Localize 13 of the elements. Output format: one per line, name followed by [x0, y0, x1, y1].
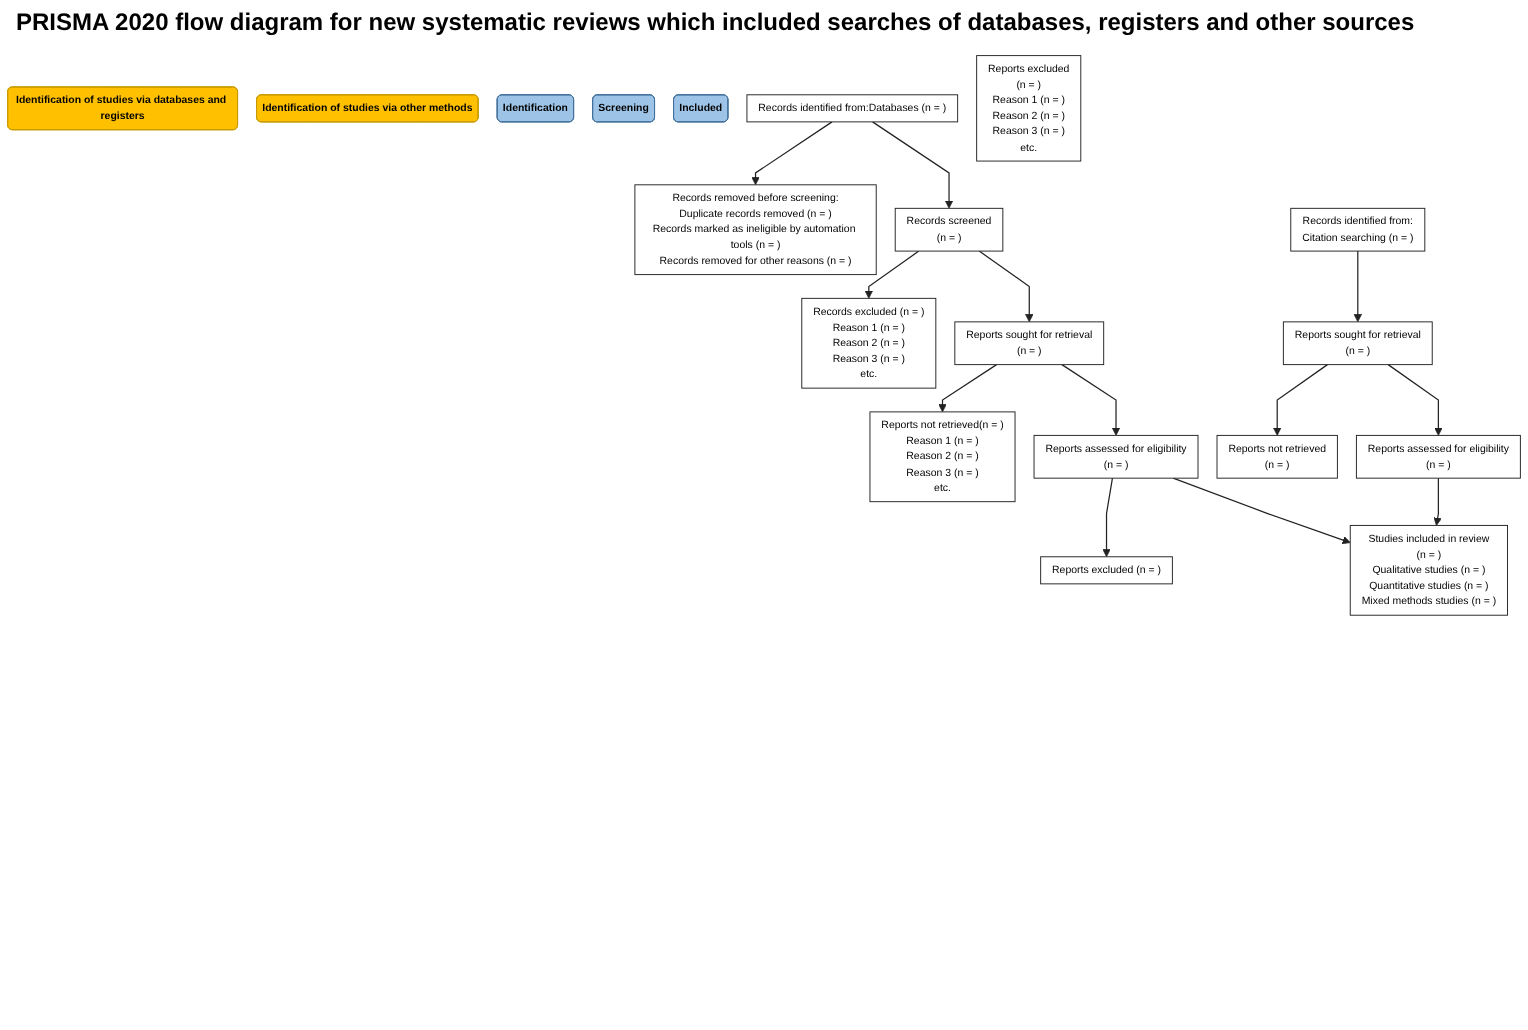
arrow — [978, 250, 1034, 323]
arrow — [1273, 364, 1329, 436]
arrow — [864, 250, 920, 299]
diagram-title: PRISMA 2020 flow diagram for new systematic reviews which included searches of databases, registers and other sources — [14, 6, 1417, 40]
arrow — [1433, 477, 1442, 526]
arrow — [1172, 477, 1351, 545]
arrow — [1061, 364, 1121, 436]
arrow — [1353, 250, 1362, 323]
arrow — [751, 121, 833, 186]
arrow — [938, 364, 998, 413]
arrow — [1102, 477, 1114, 558]
arrow — [1387, 364, 1443, 436]
arrow — [871, 121, 954, 209]
